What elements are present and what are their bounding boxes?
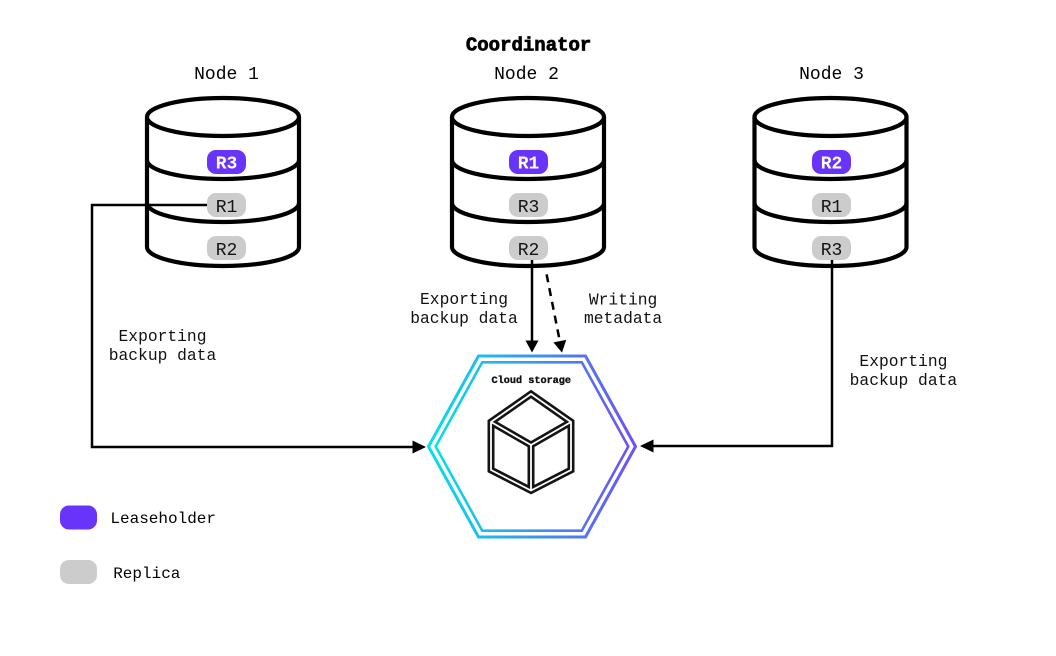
svg-text:Coordinator: Coordinator (466, 35, 591, 57)
svg-text:R3: R3 (518, 198, 540, 218)
svg-text:Node 2: Node 2 (494, 65, 559, 85)
svg-text:R2: R2 (518, 241, 540, 261)
svg-text:Replica: Replica (113, 565, 181, 583)
svg-text:R1: R1 (216, 198, 238, 218)
svg-text:R1: R1 (821, 198, 843, 218)
svg-text:metadata: metadata (584, 309, 662, 328)
svg-text:Cloud storage: Cloud storage (492, 375, 571, 387)
svg-text:Leaseholder: Leaseholder (110, 510, 216, 528)
svg-text:R3: R3 (821, 241, 843, 261)
svg-text:Exporting: Exporting (119, 327, 207, 346)
svg-text:Writing: Writing (589, 291, 657, 310)
svg-text:Exporting: Exporting (859, 352, 947, 371)
svg-text:backup data: backup data (850, 371, 958, 390)
svg-text:backup data: backup data (410, 309, 518, 328)
svg-text:backup data: backup data (109, 346, 217, 365)
svg-text:R2: R2 (821, 155, 843, 175)
svg-text:R2: R2 (216, 241, 238, 261)
svg-text:Node 3: Node 3 (799, 65, 864, 85)
svg-text:R3: R3 (216, 155, 238, 175)
svg-text:R1: R1 (518, 155, 540, 175)
svg-text:Exporting: Exporting (420, 290, 508, 309)
svg-text:Node 1: Node 1 (194, 65, 259, 85)
